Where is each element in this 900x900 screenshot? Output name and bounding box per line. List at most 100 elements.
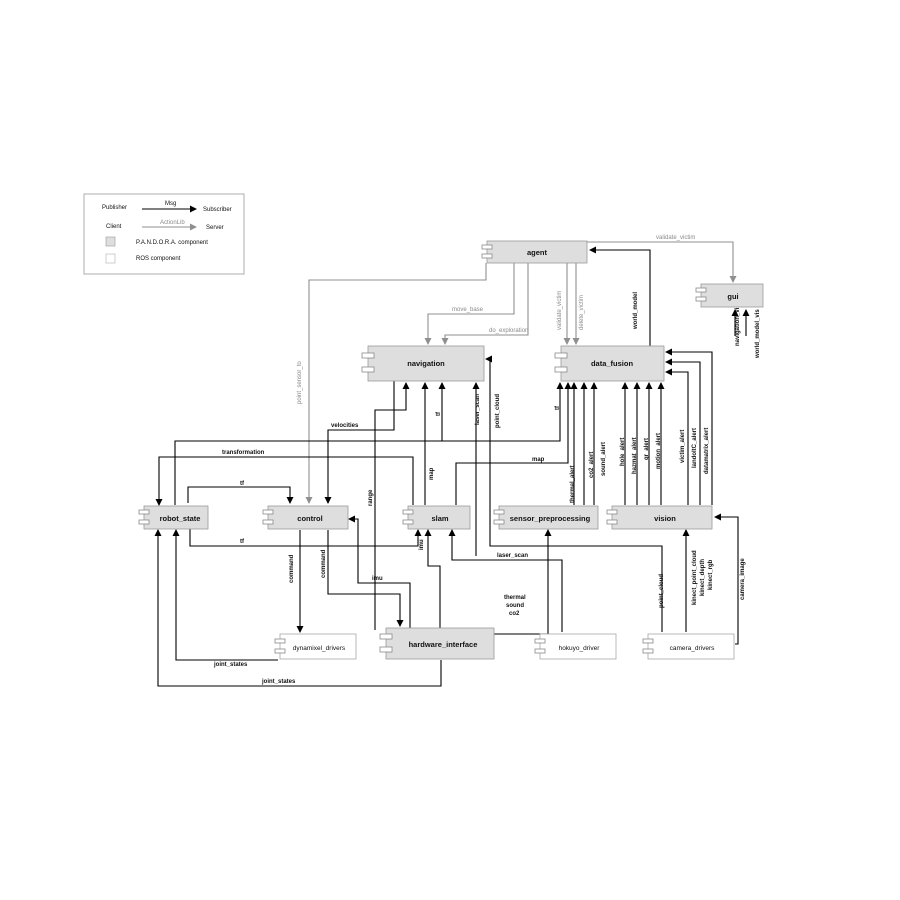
label-imu-slam: imu [419,539,425,550]
edge-transformation [155,456,414,506]
component-navigation[interactable]: navigation [361,345,485,382]
label-command-2: command [321,549,327,578]
legend-ros-swatch [105,253,116,264]
edge-velocities [324,380,395,504]
label-do-exploration: do_exploration [489,328,528,334]
edge-map-df [455,382,572,505]
component-label: agent [527,248,548,257]
label-world-model: world_model [633,292,639,330]
label-tf-df: tf [555,405,561,410]
component-control[interactable]: control [262,505,349,530]
component-agent[interactable]: agent [481,240,588,264]
component-port-icon [262,519,274,525]
edge-joint-states-2 [154,529,442,687]
edge-laser-scan-slam [448,529,563,632]
edge-tf-rs-slam [189,528,422,547]
edge-do-exploration [441,263,529,345]
component-port-icon [361,366,375,373]
component-gui[interactable]: gui [695,283,764,308]
component-port-icon [138,509,150,515]
edge-camera-image [714,513,739,645]
label-thermal: thermal [504,595,526,601]
label-sound: sound [506,603,524,609]
component-port-icon [695,296,707,302]
component-hardware-interface[interactable]: hardware_interface [379,627,495,660]
component-hokuyo-driver[interactable]: hokuyo_driver [534,633,617,660]
component-port-icon [606,519,618,525]
component-port-icon [481,253,493,259]
component-port-icon [642,638,654,644]
label-velocities: velocities [331,423,359,429]
label-thermal-alert: thermal_alert [570,465,576,503]
label-victim-alert: victim_alert [680,430,686,463]
component-camera-drivers[interactable]: camera_drivers [642,633,735,660]
edge-imu-slam [424,529,441,630]
edge-joint-states-1 [172,529,278,661]
edge-command-hw [327,530,404,627]
label-transformation: transformation [222,450,265,456]
label-laser-scan-hokuyo: laser_scan [497,553,528,559]
component-dynamixel-drivers[interactable]: dynamixel_drivers [274,633,357,660]
label-world-model-vis: world_model_vis [755,309,761,359]
label-sound-alert: sound_alert [601,442,607,476]
component-port-icon [481,244,493,250]
component-vision[interactable]: vision [606,505,713,530]
component-port-icon [262,509,274,515]
legend-client: Client [106,224,122,230]
label-point-sensor-to: point_sensor_to [297,361,303,404]
component-label: gui [727,292,738,301]
component-port-icon [493,519,505,525]
edge-move-base [424,263,515,345]
component-port-icon [554,366,568,373]
component-label: hardware_interface [409,640,478,649]
edge-datamatrix-alert [665,348,713,505]
label-co2: co2 [509,611,520,617]
connections [154,241,750,687]
edge-landoltc-alert [665,358,701,505]
component-label: vision [654,514,676,523]
label-point-cloud-nav: point_cloud [495,394,501,428]
label-co2-alert: co2_alert [589,452,595,478]
label-kinect-point-cloud: kinect_point_cloud [692,550,698,605]
label-map-df: map [532,457,545,463]
component-port-icon [534,638,546,644]
edge-imu-control [348,515,411,630]
label-hole-alert: hole_alert [620,438,626,466]
component-sensor-preprocessing[interactable]: sensor_preprocessing [493,505,599,530]
label-hazmat-alert: hazmat_alert [632,437,638,474]
legend-server: Server [206,225,224,231]
edge-point-cloud-nav [485,355,663,632]
component-port-icon [402,519,414,525]
edge-tf-rs-control [187,486,294,504]
legend-ros-label: ROS component [136,256,181,262]
edge-world-model [589,246,651,347]
label-validate-victim: validate_victim [557,291,563,330]
label-joint-states-1: joint_states [213,662,248,668]
component-port-icon [379,633,393,640]
legend-pandora-swatch [105,236,116,247]
component-slam[interactable]: slam [402,505,471,530]
component-port-icon [361,352,375,359]
label-map-slam: map [429,467,435,480]
component-label: navigation [407,359,445,368]
component-label: slam [431,514,448,523]
legend-pandora-label: P.A.N.D.O.R.A. component [136,240,208,246]
component-robot-state[interactable]: robot_state [138,505,209,530]
edge-tf-df [442,382,564,442]
component-data-fusion[interactable]: data_fusion [554,345,665,382]
label-tf-rs-slam: tf [240,539,245,545]
component-port-icon [606,509,618,515]
component-label: hokuyo_driver [559,645,601,652]
component-port-icon [138,519,150,525]
label-command-1: command [289,554,295,583]
legend-subscriber: Subscriber [203,207,232,213]
label-kinect-depth: kinect_depth [700,559,706,596]
label-range: range [368,489,374,506]
component-label: dynamixel_drivers [293,645,346,652]
component-port-icon [695,287,707,293]
legend-actionlib: ActionLib [160,220,185,226]
edge-range [374,382,410,630]
label-qr-alert: qr_alert [644,438,650,460]
component-port-icon [379,646,393,653]
